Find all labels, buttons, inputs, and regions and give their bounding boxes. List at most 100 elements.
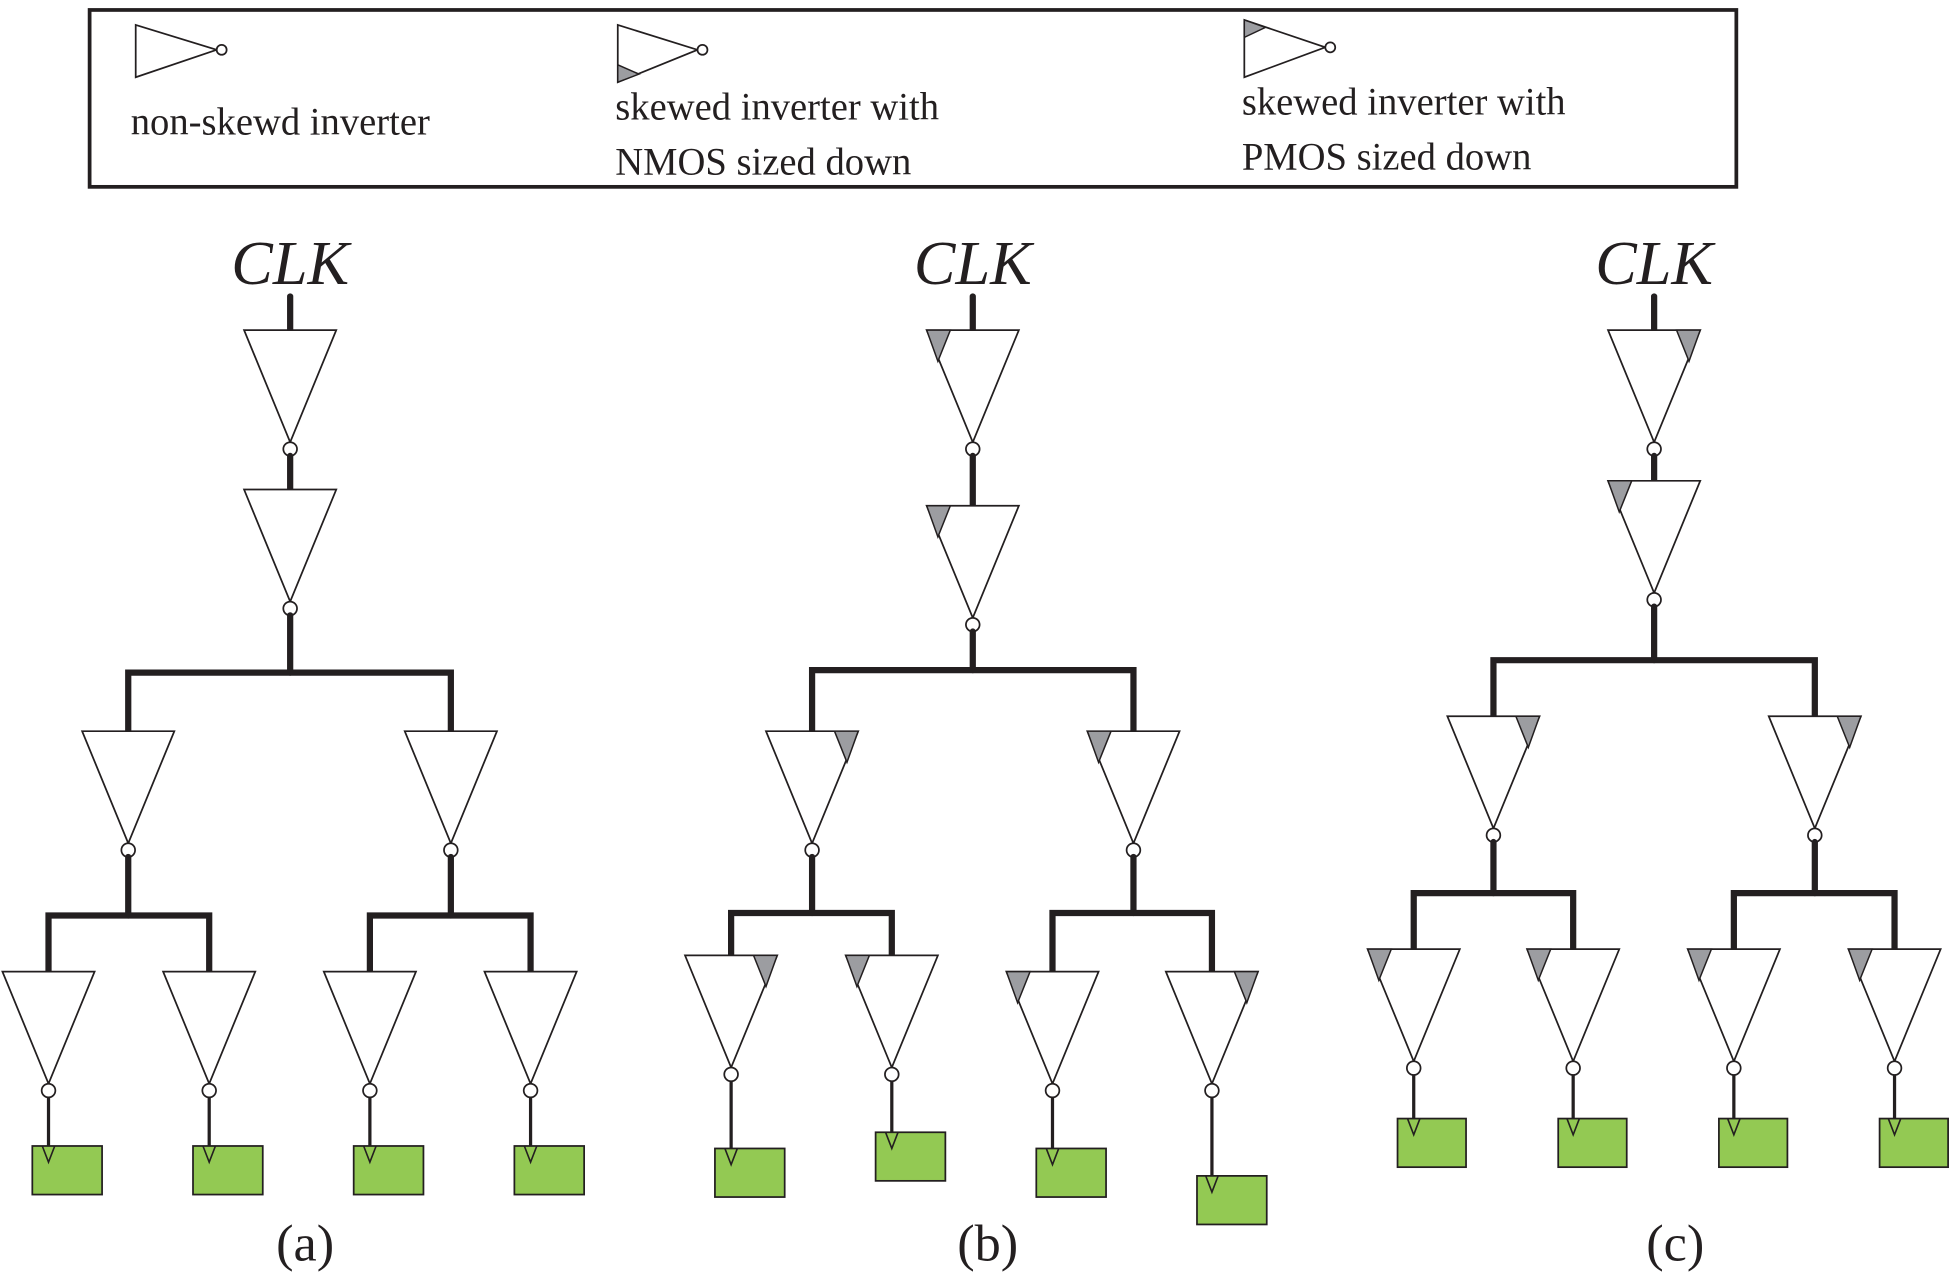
- nmos-skewed-inverter: [844, 954, 940, 1083]
- clk-label: CLK: [914, 230, 1035, 298]
- output-bubble: [1044, 1082, 1061, 1099]
- skew-shade-nmos: [844, 954, 871, 989]
- inverter: [403, 730, 499, 858]
- panel-label: (b): [957, 1215, 1018, 1273]
- clock-input-marker: [1204, 1175, 1219, 1195]
- inverter-body: [1086, 730, 1181, 846]
- output-bubble: [201, 1082, 217, 1099]
- inverter-body: [322, 970, 418, 1086]
- inverter-body: [403, 730, 499, 846]
- clock-input-marker: [523, 1145, 538, 1165]
- flip-flop-box: [31, 1145, 103, 1196]
- flip-flop: [1035, 1097, 1107, 1198]
- output-bubble: [362, 1082, 378, 1099]
- nmos-skewed-inverter-icon: [616, 23, 709, 84]
- branch-wire-level2: [1049, 909, 1216, 975]
- branch-wire-level2: [1730, 890, 1898, 953]
- skew-shade-nmos: [1847, 948, 1874, 983]
- flip-flop-box: [1878, 1117, 1949, 1169]
- clk-label: CLK: [1595, 230, 1716, 298]
- inverter-body: [1686, 948, 1782, 1064]
- clock-tree-a: CLK (a): [1, 230, 586, 1273]
- output-bubble: [40, 1082, 57, 1099]
- flip-flop: [513, 1097, 586, 1196]
- flip-flop-box: [513, 1145, 586, 1196]
- skew-shade-nmos: [1526, 948, 1552, 983]
- flip-flop: [1718, 1074, 1789, 1169]
- nmos-skewed-inverter: [925, 329, 1021, 457]
- inverter-body: [1606, 479, 1702, 596]
- branch-wire-level2: [1410, 890, 1577, 953]
- pmos-skewed-inverter: [683, 954, 779, 1083]
- clock-input-marker: [1045, 1148, 1060, 1167]
- clock-tree-c: CLK (c): [1366, 230, 1949, 1273]
- panel-label: (a): [276, 1215, 334, 1273]
- nmos-skewed-inverter: [1005, 970, 1100, 1099]
- flip-flop: [1396, 1074, 1467, 1169]
- nmos-skewed-inverter: [1086, 730, 1181, 858]
- inverter-body: [1525, 948, 1621, 1064]
- inverter: [322, 970, 418, 1099]
- flip-flop: [1557, 1074, 1628, 1169]
- pmos-skewed-inverter: [1606, 329, 1702, 457]
- legend-label-non-skewed: non-skewd inverter: [131, 102, 430, 144]
- legend-label-nmos-line1: skewed inverter with: [615, 87, 939, 129]
- branch-wire-level1: [125, 669, 454, 735]
- output-bubble: [1406, 1060, 1422, 1076]
- branch-wire-level2: [366, 912, 534, 975]
- skew-shade-nmos: [1366, 948, 1393, 983]
- branch-wire-level1: [1490, 657, 1818, 720]
- nmos-skewed-inverter: [1366, 948, 1462, 1076]
- skew-shade-pmos: [752, 954, 779, 989]
- inverter: [242, 488, 338, 617]
- legend-label-nmos-line2: NMOS sized down: [615, 141, 911, 183]
- nmos-skewed-inverter: [1686, 948, 1782, 1076]
- legend: non-skewd inverter skewed inverter with …: [87, 8, 1739, 189]
- branch-wire-level2: [45, 912, 213, 975]
- legend-item-pmos-down: skewed inverter with PMOS sized down: [1242, 18, 1566, 178]
- clock-input-marker: [41, 1145, 56, 1165]
- inverter-body: [925, 504, 1021, 621]
- skew-shade-pmos: [833, 730, 860, 765]
- inverter-body: [1164, 970, 1260, 1086]
- clock-input-marker: [724, 1148, 739, 1167]
- flip-flop-box: [1035, 1147, 1107, 1198]
- branch-wire-level2: [728, 909, 895, 959]
- legend-frame: [87, 8, 1739, 189]
- inverter-body: [1005, 970, 1100, 1086]
- flip-flop-box: [874, 1131, 947, 1182]
- pmos-skewed-inverter: [1767, 715, 1863, 843]
- flip-flop-box: [714, 1147, 786, 1198]
- flip-flop: [192, 1097, 264, 1196]
- output-bubble: [1204, 1082, 1220, 1099]
- output-bubble: [1726, 1060, 1742, 1076]
- inverter: [242, 329, 338, 457]
- pmos-skewed-inverter-icon: [1243, 18, 1337, 79]
- flip-flop: [874, 1081, 947, 1182]
- skew-shade-nmos: [1005, 970, 1032, 1005]
- output-bubble: [522, 1082, 539, 1099]
- inverter-body: [161, 970, 257, 1086]
- flip-flop-box: [192, 1145, 264, 1196]
- clock-input-marker: [362, 1145, 377, 1165]
- nmos-skewed-inverter: [1525, 948, 1621, 1076]
- clock-tree-b: CLK (b): [683, 230, 1268, 1273]
- inverter: [1, 970, 96, 1099]
- clock-input-marker: [1566, 1118, 1581, 1138]
- flip-flop-box: [1396, 1117, 1467, 1169]
- pmos-skewed-inverter: [764, 730, 860, 858]
- inverter-body: [683, 954, 779, 1070]
- inverter-body: [1606, 329, 1702, 445]
- legend-item-nmos-down: skewed inverter with NMOS sized down: [615, 23, 939, 183]
- inverter-body: [80, 730, 176, 846]
- skew-shade-nmos: [925, 504, 952, 539]
- panel-label: (c): [1646, 1215, 1704, 1273]
- skew-shade-nmos: [1686, 948, 1713, 983]
- skew-shade-pmos: [1675, 329, 1702, 364]
- skew-shade-pmos: [1233, 970, 1260, 1005]
- skew-shade-pmos: [1514, 715, 1541, 750]
- skew-shade-nmos: [1606, 480, 1633, 515]
- flip-flop: [352, 1097, 425, 1196]
- output-bubble: [884, 1066, 900, 1083]
